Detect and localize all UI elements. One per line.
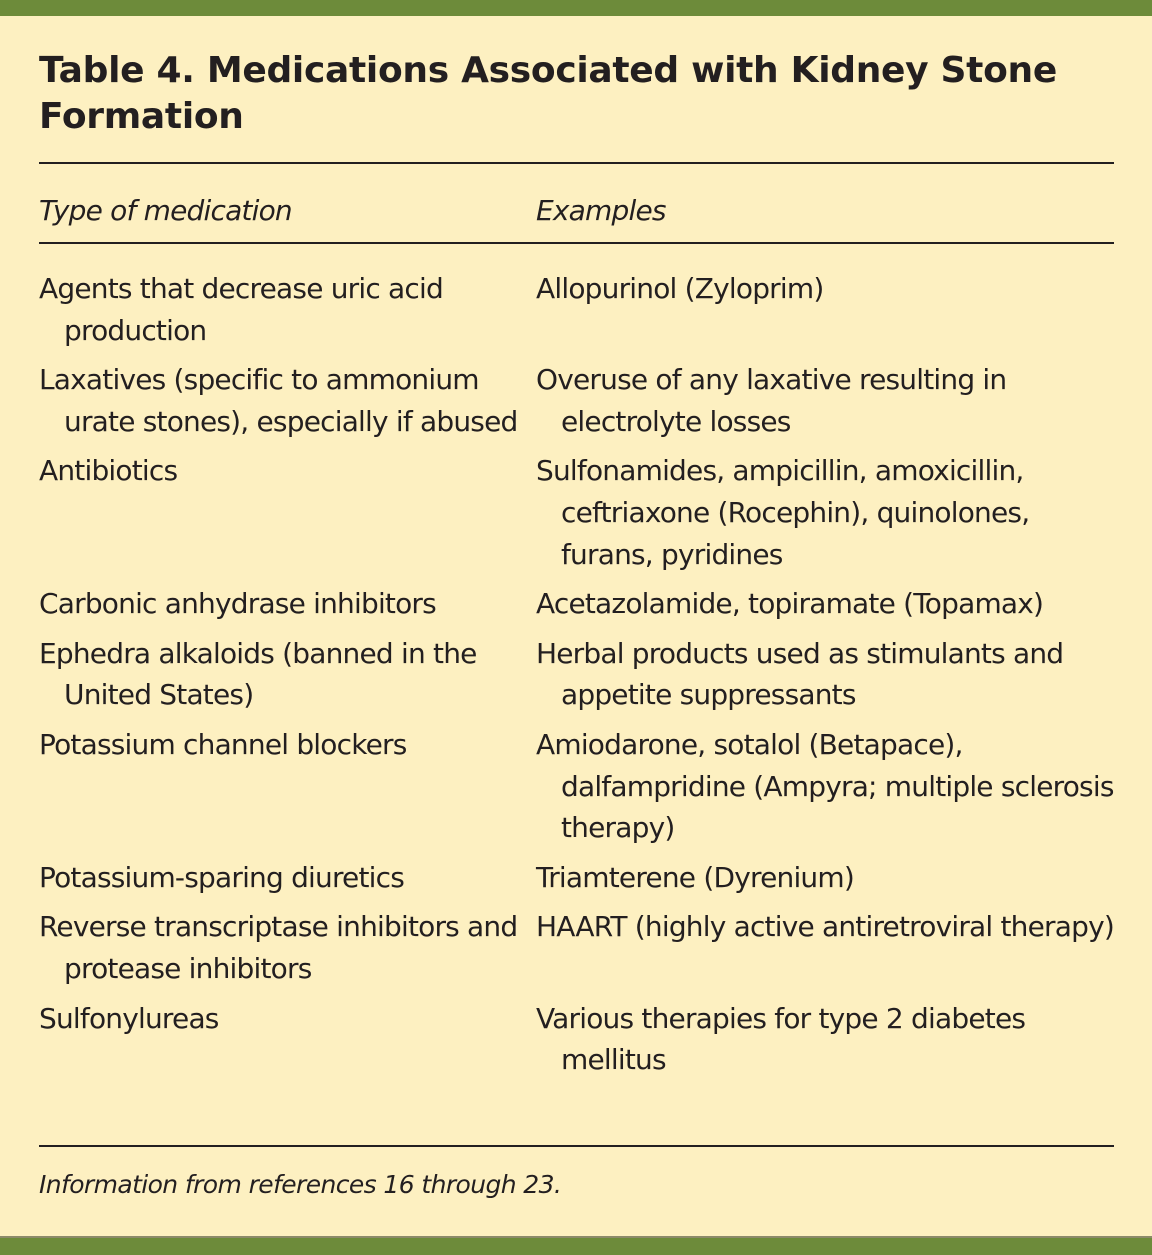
top-accent-bar — [0, 0, 1152, 16]
column-header-examples: Examples — [536, 194, 666, 227]
table-row: Sulfonylureas Various therapies for type … — [39, 998, 1114, 1089]
bottom-accent-bar — [0, 1236, 1152, 1255]
table-row: Carbonic anhydrase inhibitors Acetazolami… — [39, 583, 1114, 633]
medication-examples: Overuse of any laxative resulting in ele… — [536, 363, 1007, 438]
medication-examples: Amiodarone, sotalol (Betapace), dalfampr… — [536, 727, 1114, 845]
medication-examples: Triamterene (Dyrenium) — [536, 860, 855, 894]
medication-type: Reverse transcriptase inhibitors and pro… — [39, 910, 518, 985]
table-title: Table 4. Medications Associated with Kid… — [39, 50, 1057, 137]
medications-table: Agents that decrease uric acid productio… — [39, 268, 1115, 1089]
table-row: Potassium channel blockers Amiodarone, so… — [39, 724, 1114, 857]
medication-type: Ephedra alkaloids (banned in the United … — [39, 636, 477, 712]
table-row: Reverse transcriptase inhibitors and pro… — [39, 906, 1115, 997]
header-rule — [39, 242, 1114, 244]
medication-examples: HAART (highly active antiretroviral ther… — [536, 910, 1115, 944]
medication-type: Potassium-sparing diuretics — [39, 860, 405, 894]
table-row: Agents that decrease uric acid productio… — [39, 268, 1114, 359]
table-row: Antibiotics Sulfonamides, ampicillin, amo… — [39, 450, 1114, 583]
medication-examples: Various therapies for type 2 diabetes me… — [536, 1001, 1026, 1077]
medication-examples: Acetazolamide, topiramate (Topamax) — [536, 587, 1044, 621]
column-header-type: Type of medication — [39, 194, 293, 227]
medication-type: Laxatives (specific to ammonium urate st… — [39, 363, 518, 438]
top-rule — [39, 162, 1114, 164]
bottom-rule — [39, 1145, 1114, 1147]
medication-examples: Herbal products used as stimulants and a… — [536, 636, 1064, 712]
medication-examples: Sulfonamides, ampicillin, amoxicillin, c… — [536, 454, 1030, 571]
medication-type: Antibiotics — [39, 454, 178, 488]
footnote: Information from references 16 through 2… — [39, 1170, 562, 1199]
table-row: Laxatives (specific to ammonium urate st… — [39, 359, 1114, 450]
medication-type: Potassium channel blockers — [39, 727, 407, 761]
table-row: Ephedra alkaloids (banned in the United … — [39, 633, 1114, 724]
medication-type: Sulfonylureas — [39, 1001, 219, 1035]
medication-examples: Allopurinol (Zyloprim) — [536, 272, 824, 305]
medication-type: Carbonic anhydrase inhibitors — [39, 587, 437, 621]
medication-type: Agents that decrease uric acid productio… — [39, 272, 444, 347]
table-row: Potassium-sparing diuretics Triamterene (… — [39, 857, 1114, 907]
